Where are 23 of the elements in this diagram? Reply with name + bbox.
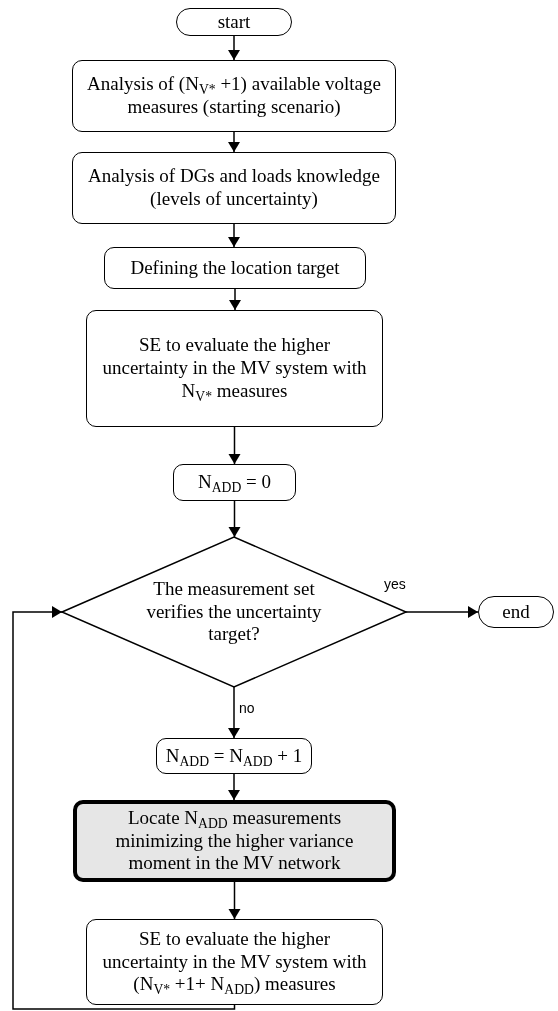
process-box: Defining the location target [104, 247, 366, 289]
decision-text: The measurement set verifies the uncertainty target? [145, 577, 323, 647]
arrow [405, 606, 479, 618]
process-box: Analysis of DGs and loads knowledge (levels of uncertainty) [72, 152, 396, 224]
arrow [228, 686, 240, 739]
arrow [228, 426, 241, 465]
decision-diamond [60, 536, 408, 688]
process-box: N$_{ADD}$ = N$_{ADD}$ + 1 [156, 738, 312, 774]
process-box: Locate N$_{ADD}$ measurements minimizing the higher variance moment in the MV network [73, 800, 396, 882]
arrow [228, 131, 240, 153]
arrow [228, 223, 240, 248]
terminal: end [478, 596, 554, 628]
arrow [228, 773, 240, 801]
arrow [228, 35, 240, 61]
process-box: SE to evaluate the higher uncertainty in the MV system with (N$_{V*}$ +1+ N$_{ADD}$) measures [86, 919, 383, 1005]
arrow [228, 500, 241, 538]
process-box: Analysis of (N$_{V*}$ +1) available voltage measures (starting scenario) [72, 60, 396, 132]
arrow [228, 881, 241, 920]
arrow [229, 288, 241, 311]
process-box: SE to evaluate the higher uncertainty in the MV system with N$_{V*}$ measures [86, 310, 383, 427]
arrow [12, 606, 236, 1010]
process-box: N$_{ADD}$ = 0 [173, 464, 296, 501]
terminal: start [176, 8, 292, 36]
